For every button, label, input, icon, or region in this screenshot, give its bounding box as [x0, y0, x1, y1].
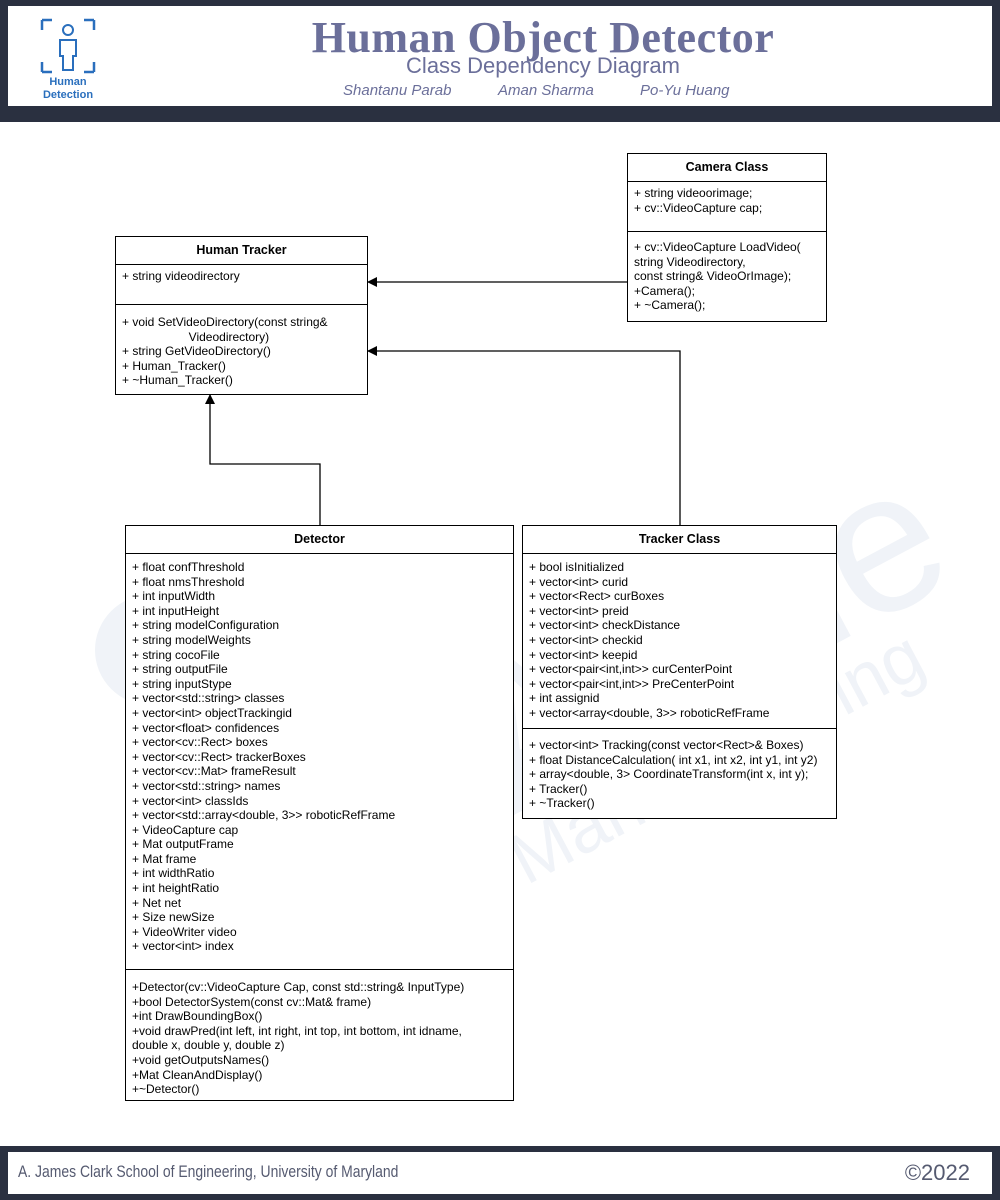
detector-attribute: + vector<int> index [132, 939, 234, 954]
logo-text: Human Detection [38, 76, 98, 102]
detector-attribute: + vector<int> objectTrackingid [132, 705, 292, 720]
detector-attribute: + vector<std::string> classes [132, 691, 285, 706]
detector-attribute: + vector<cv::Mat> frameResult [132, 764, 296, 779]
detector-method: +int DrawBoundingBox() [132, 1009, 263, 1024]
detector-attribute: + string cocoFile [132, 647, 220, 662]
camera-class-box: Camera Class + string videoorimage; + cv… [627, 153, 827, 322]
human-tracker-method: Videodirectory) [122, 329, 270, 344]
camera-attributes: + string videoorimage; + cv::VideoCaptur… [628, 182, 826, 232]
camera-attribute: + cv::VideoCapture cap; [634, 200, 763, 215]
arrow-tracker-to-human-tracker [367, 346, 681, 525]
tracker-attributes: + bool isInitialized+ vector<int> curid+… [523, 554, 836, 729]
tracker-attribute: + vector<pair<int,int>> PreCenterPoint [529, 676, 735, 691]
page-title: Human Object Detector [311, 13, 775, 62]
detector-method: +Detector(cv::VideoCapture Cap, const st… [132, 980, 465, 994]
detector-attribute: + VideoWriter video [132, 924, 237, 939]
human-tracker-methods: + void SetVideoDirectory(const string& V… [116, 305, 367, 388]
person-icon [40, 18, 96, 74]
human-tracker-class-title: Human Tracker [116, 237, 367, 265]
human-tracker-method: + ~Human_Tracker() [122, 373, 233, 388]
detector-attribute: + vector<cv::Rect> boxes [132, 735, 268, 750]
camera-method: +Camera(); [634, 283, 696, 298]
detector-attribute: + VideoCapture cap [132, 822, 239, 837]
detector-attribute: + vector<int> classIds [132, 793, 249, 808]
camera-method: string Videodirectory, [634, 254, 746, 269]
camera-method: const string& VideoOrImage); [634, 269, 792, 284]
detector-attribute: + float nmsThreshold [132, 574, 245, 589]
human-tracker-method: + void SetVideoDirectory(const string& [122, 315, 328, 329]
detector-class-title: Detector [126, 526, 513, 554]
detector-attribute: + Mat frame [132, 851, 197, 866]
detector-attribute: + string modelConfiguration [132, 618, 280, 633]
detector-attribute: + int widthRatio [132, 866, 215, 881]
detector-methods: +Detector(cv::VideoCapture Cap, const st… [126, 970, 513, 1097]
tracker-attribute: + vector<int> preid [529, 603, 629, 618]
tracker-method: + Tracker() [529, 781, 588, 796]
author-1: Shantanu Parab [343, 82, 452, 99]
human-detection-logo: Human Detection [38, 16, 98, 104]
page-subtitle: Class Dependency Diagram [406, 53, 680, 78]
detector-attribute: + int inputHeight [132, 603, 220, 618]
detector-method: +void drawPred(int left, int right, int … [132, 1023, 462, 1038]
detector-attributes: + float confThreshold+ float nmsThreshol… [126, 554, 513, 970]
logo-text-line2: Detection [42, 89, 94, 101]
tracker-method: + vector<int> Tracking(const vector<Rect… [529, 738, 804, 752]
tracker-method: + array<double, 3> CoordinateTransform(i… [529, 767, 809, 782]
tracker-attribute: + vector<pair<int,int>> curCenterPoint [529, 662, 733, 677]
tracker-class-box: Tracker Class + bool isInitialized+ vect… [522, 525, 837, 819]
human-tracker-class-box: Human Tracker + string videodirectory + … [115, 236, 368, 395]
detector-attribute: + float confThreshold [132, 560, 245, 574]
tracker-methods: + vector<int> Tracking(const vector<Rect… [523, 729, 836, 811]
camera-class-title: Camera Class [628, 154, 826, 182]
detector-method: +~Detector() [132, 1082, 200, 1097]
detector-attribute: + Size newSize [132, 910, 215, 925]
tracker-attribute: + vector<Rect> curBoxes [529, 589, 665, 604]
detector-class-box: Detector + float confThreshold+ float nm… [125, 525, 514, 1101]
tracker-attribute: + bool isInitialized [529, 560, 625, 574]
detector-method: +void getOutputsNames() [132, 1052, 270, 1067]
author-3: Po-Yu Huang [640, 82, 730, 99]
human-tracker-method: + Human_Tracker() [122, 358, 226, 373]
detector-method: +bool DetectorSystem(const cv::Mat& fram… [132, 994, 372, 1009]
tracker-method: + ~Tracker() [529, 796, 595, 811]
tracker-attribute: + int assignid [529, 691, 600, 706]
camera-methods: + cv::VideoCapture LoadVideo( string Vid… [628, 232, 826, 313]
camera-attribute: + string videoorimage; [634, 186, 753, 200]
detector-attribute: + int heightRatio [132, 881, 220, 896]
author-2: Aman Sharma [498, 82, 594, 99]
detector-attribute: + string outputFile [132, 662, 228, 677]
detector-attribute: + string modelWeights [132, 632, 251, 647]
detector-attribute: + string inputStype [132, 676, 232, 691]
human-tracker-attribute: + string videodirectory [122, 269, 240, 283]
human-tracker-method: + string GetVideoDirectory() [122, 344, 271, 359]
arrow-detector-to-human-tracker [205, 394, 321, 525]
tracker-class-title: Tracker Class [523, 526, 836, 554]
detector-method: +Mat CleanAndDisplay() [132, 1067, 263, 1082]
detector-attribute: + vector<std::string> names [132, 778, 281, 793]
detector-attribute: + vector<std::array<double, 3>> roboticR… [132, 808, 396, 823]
tracker-method: + float DistanceCalculation( int x1, int… [529, 752, 818, 767]
footer: A. James Clark School of Engineering, Un… [8, 1152, 992, 1194]
tracker-attribute: + vector<int> checkid [529, 632, 643, 647]
detector-attribute: + Mat outputFrame [132, 837, 234, 852]
tracker-attribute: + vector<int> checkDistance [529, 618, 681, 633]
footer-institution: A. James Clark School of Engineering, Un… [18, 1162, 399, 1181]
tracker-attribute: + vector<int> curid [529, 574, 629, 589]
footer-copyright: ©2022 [904, 1160, 970, 1185]
camera-method: + ~Camera(); [634, 298, 706, 313]
detector-method: double x, double y, double z) [132, 1038, 285, 1053]
detector-attribute: + Net net [132, 895, 182, 910]
detector-attribute: + vector<cv::Rect> trackerBoxes [132, 749, 306, 764]
detector-attribute: + int inputWidth [132, 589, 216, 604]
human-tracker-attributes: + string videodirectory [116, 265, 367, 305]
camera-method: + cv::VideoCapture LoadVideo( [634, 240, 801, 254]
tracker-attribute: + vector<int> keepid [529, 647, 638, 662]
detector-attribute: + vector<float> confidences [132, 720, 280, 735]
logo-text-line1: Human [49, 76, 87, 88]
header: Human Detection Human Object Detector Cl… [8, 6, 992, 106]
tracker-attribute: + vector<array<double, 3>> roboticRefFra… [529, 705, 770, 720]
